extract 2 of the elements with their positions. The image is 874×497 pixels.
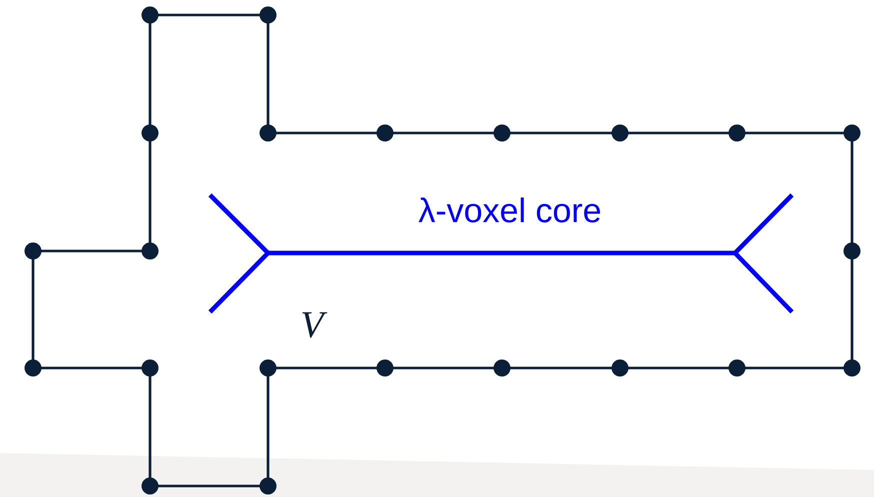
volume-label: V — [302, 312, 328, 338]
core-label: λ-voxel core — [418, 198, 600, 222]
